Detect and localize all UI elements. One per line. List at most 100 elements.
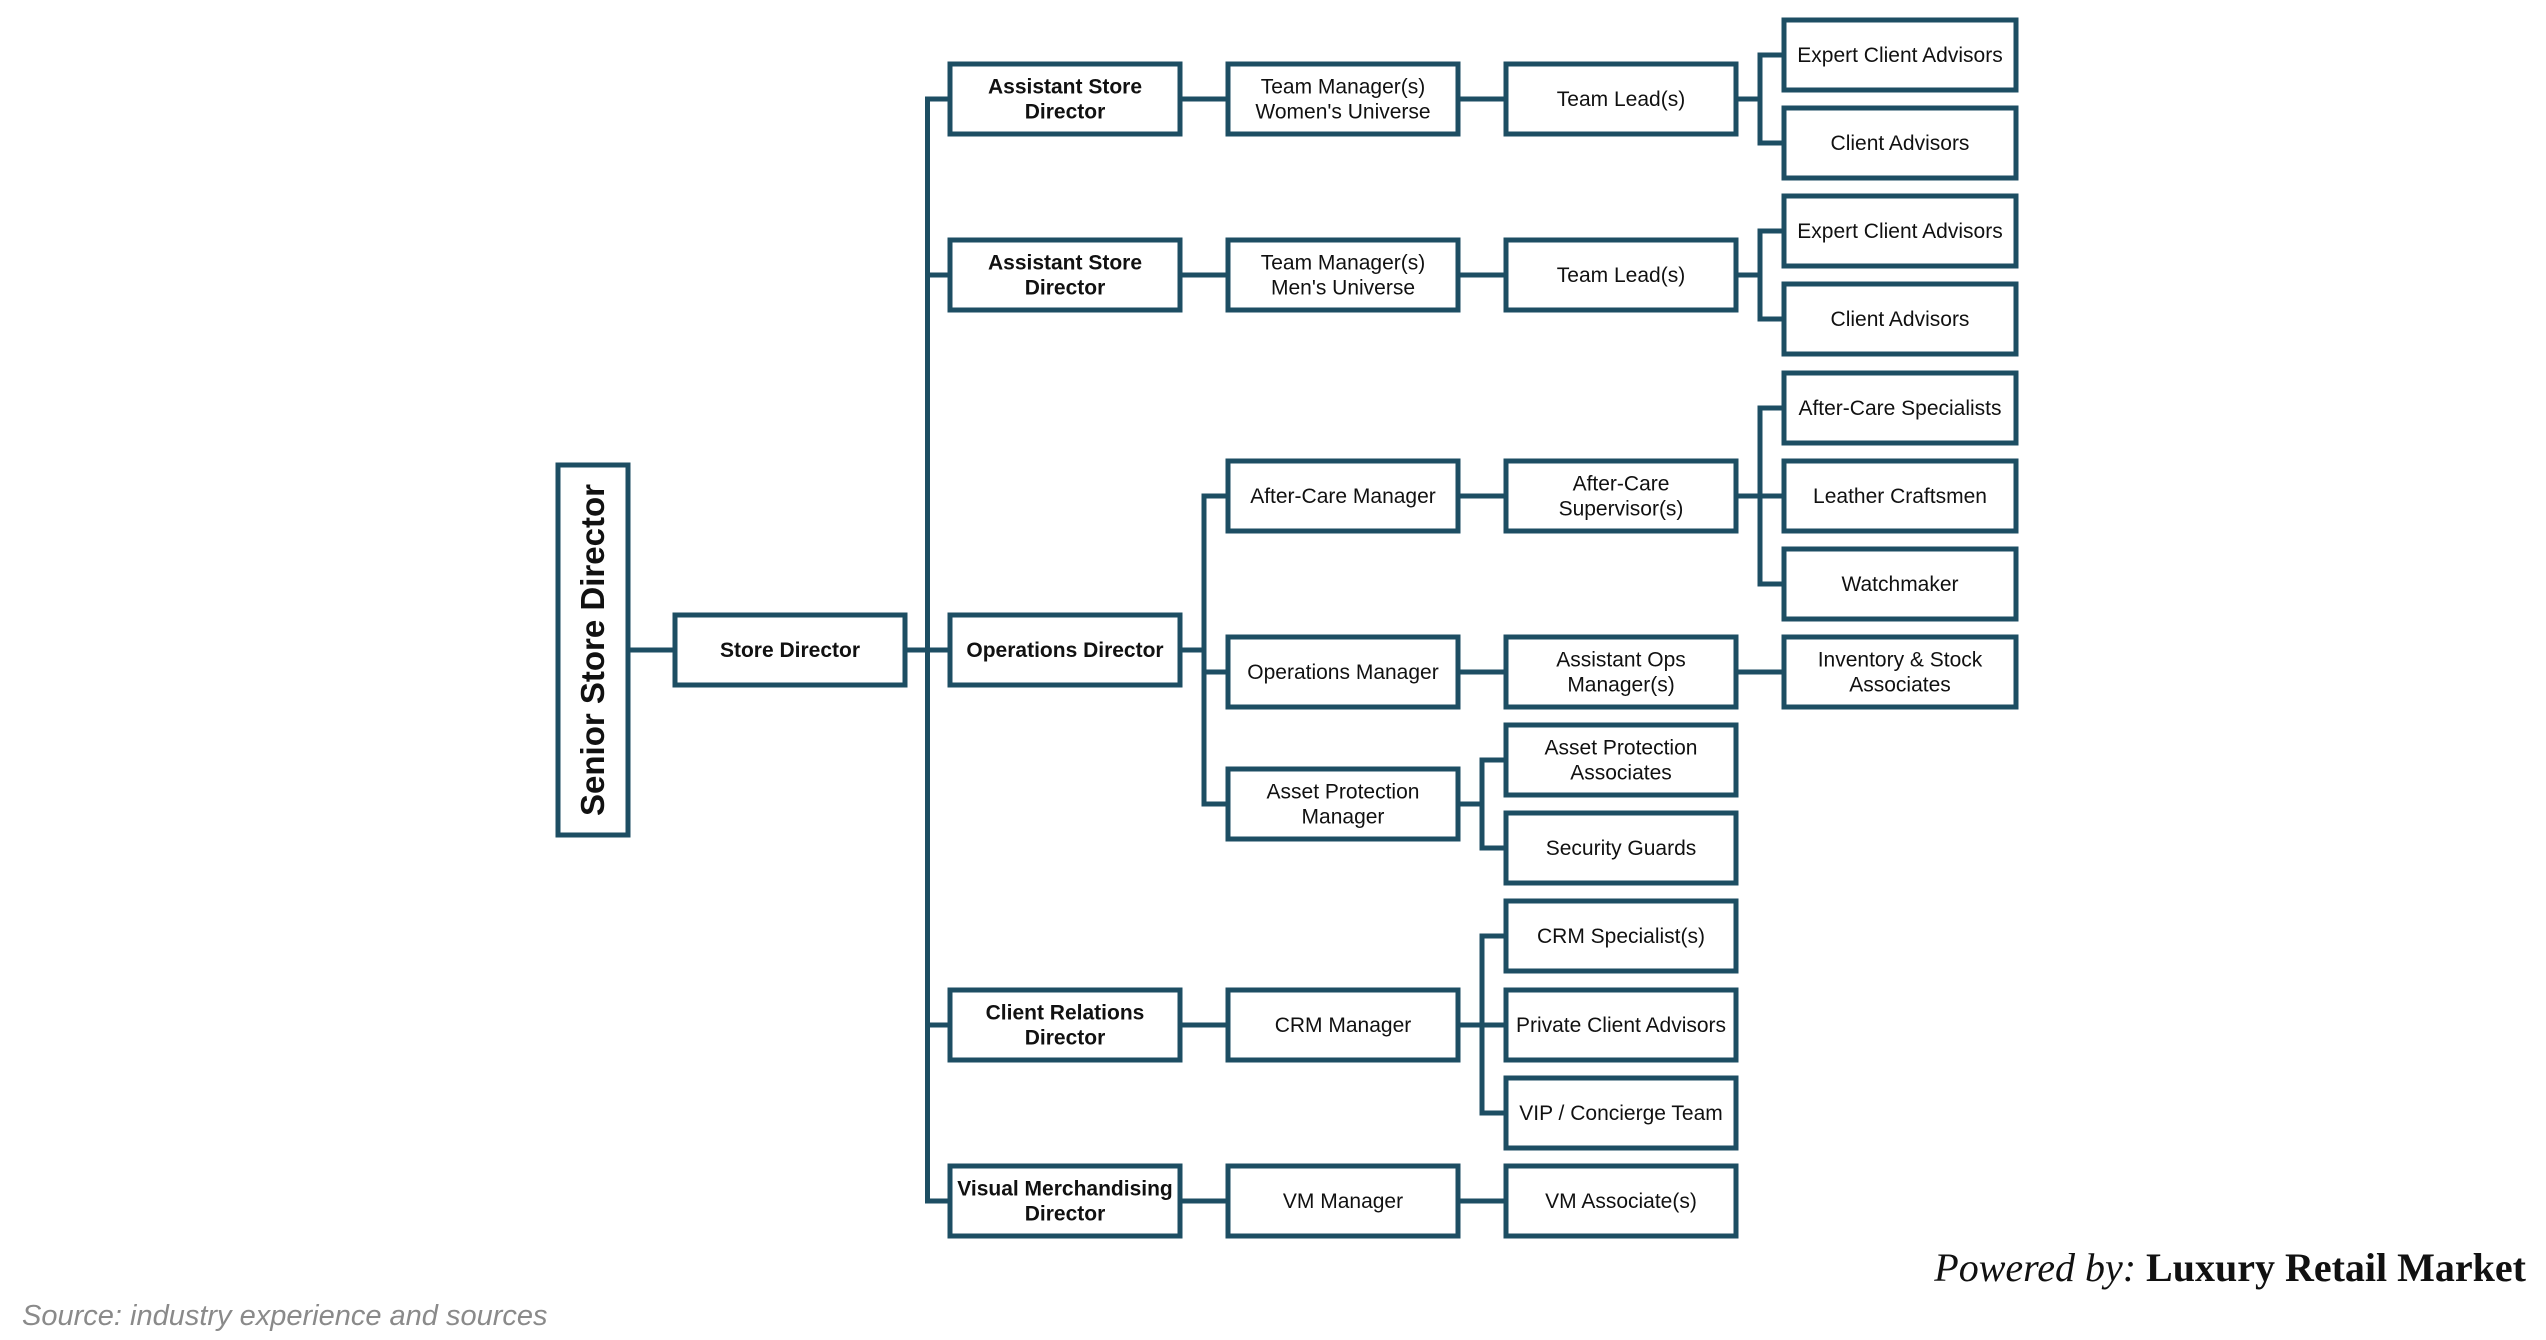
node-label-line: Associates (1849, 674, 1951, 697)
node-label-line: VIP / Concierge Team (1519, 1102, 1723, 1125)
node-label-line: Security Guards (1546, 837, 1697, 860)
node-label-line: Operations Manager (1247, 661, 1438, 684)
node-label: Private Client Advisors (1516, 1014, 1726, 1037)
node-label: Team Manager(s)Women's Universe (1255, 76, 1430, 124)
node-tl1: Team Lead(s) (1503, 61, 1739, 137)
node-label-line: Manager(s) (1567, 674, 1674, 697)
node-box (1503, 1163, 1739, 1239)
node-box (1503, 237, 1739, 313)
node-label-line: Men's Universe (1271, 277, 1415, 300)
node-box (1225, 766, 1461, 842)
node-label-line: Watchmaker (1841, 573, 1958, 596)
node-label-line: Client Advisors (1831, 132, 1970, 155)
node-opm: Operations Manager (1225, 634, 1461, 710)
node-label: VM Associate(s) (1545, 1190, 1697, 1213)
node-label: Security Guards (1546, 837, 1697, 860)
node-box (1225, 987, 1461, 1063)
node-label-line: Director (1025, 101, 1106, 124)
node-label: VM Manager (1283, 1190, 1403, 1213)
node-label-line: Operations Director (966, 639, 1163, 662)
node-box (672, 612, 908, 688)
node-label-line: CRM Specialist(s) (1537, 925, 1705, 948)
node-senior: Senior Store Director (555, 462, 631, 838)
node-tl2: Team Lead(s) (1503, 237, 1739, 313)
node-box (555, 462, 631, 838)
node-acsp: After-Care Specialists (1781, 370, 2019, 446)
node-label: Team Manager(s)Men's Universe (1261, 252, 1426, 300)
node-wm: Watchmaker (1781, 546, 2019, 622)
node-label-line: Team Manager(s) (1261, 252, 1426, 275)
node-label-line: Director (1025, 277, 1106, 300)
node-ca2: Client Advisors (1781, 281, 2019, 357)
connector-acs (1733, 405, 1787, 587)
node-label: CRM Manager (1275, 1014, 1412, 1037)
node-box (1225, 61, 1461, 137)
powered-by: Powered by:Luxury Retail Market (1934, 1244, 2526, 1291)
connector-layer (625, 52, 1787, 1204)
connector-ops (1177, 493, 1231, 807)
node-label: Client Advisors (1831, 132, 1970, 155)
node-tmm: Team Manager(s)Men's Universe (1225, 237, 1461, 313)
node-label: Senior Store Director (574, 484, 611, 816)
node-label-line: Team Lead(s) (1557, 88, 1685, 111)
node-label-line: VM Associate(s) (1545, 1190, 1697, 1213)
node-label: Expert Client Advisors (1797, 44, 2002, 67)
node-label: After-Care Specialists (1798, 397, 2001, 420)
node-label-line: Leather Craftsmen (1813, 485, 1987, 508)
node-lc: Leather Craftsmen (1781, 458, 2019, 534)
node-acm: After-Care Manager (1225, 458, 1461, 534)
connector-store (902, 96, 953, 1204)
node-box (947, 61, 1183, 137)
node-label-line: VM Manager (1283, 1190, 1403, 1213)
node-label-line: Team Manager(s) (1261, 76, 1426, 99)
node-crms: CRM Specialist(s) (1503, 898, 1739, 974)
node-ca1: Client Advisors (1781, 105, 2019, 181)
node-eca2: Expert Client Advisors (1781, 193, 2019, 269)
node-label-line: Team Lead(s) (1557, 264, 1685, 287)
node-box (1503, 61, 1739, 137)
node-vma: VM Associate(s) (1503, 1163, 1739, 1239)
node-label-line: Client Relations (986, 1002, 1145, 1025)
node-box (1503, 634, 1739, 710)
node-label: Watchmaker (1841, 573, 1958, 596)
node-label: Expert Client Advisors (1797, 220, 2002, 243)
node-box (947, 237, 1183, 313)
node-label: Operations Manager (1247, 661, 1438, 684)
node-label-line: Store Director (720, 639, 860, 662)
node-box (1225, 1163, 1461, 1239)
connector-apm (1455, 757, 1509, 851)
node-box (947, 987, 1183, 1063)
node-box (1781, 193, 2019, 269)
node-label-line: Client Advisors (1831, 308, 1970, 331)
node-vip: VIP / Concierge Team (1503, 1075, 1739, 1151)
node-box (1503, 898, 1739, 974)
node-label-line: Senior Store Director (574, 484, 611, 816)
node-box (1781, 105, 2019, 181)
node-label: Team Lead(s) (1557, 264, 1685, 287)
node-store: Store Director (672, 612, 908, 688)
node-label-line: Asset Protection (1545, 737, 1698, 760)
node-crmm: CRM Manager (1225, 987, 1461, 1063)
node-label-line: Associates (1570, 762, 1672, 785)
connector-crmm (1455, 933, 1509, 1116)
node-box (1781, 634, 2019, 710)
node-box (947, 612, 1183, 688)
node-box (1503, 458, 1739, 534)
node-box (1781, 370, 2019, 446)
node-label: Team Lead(s) (1557, 88, 1685, 111)
node-box (1781, 17, 2019, 93)
node-box (1781, 546, 2019, 622)
